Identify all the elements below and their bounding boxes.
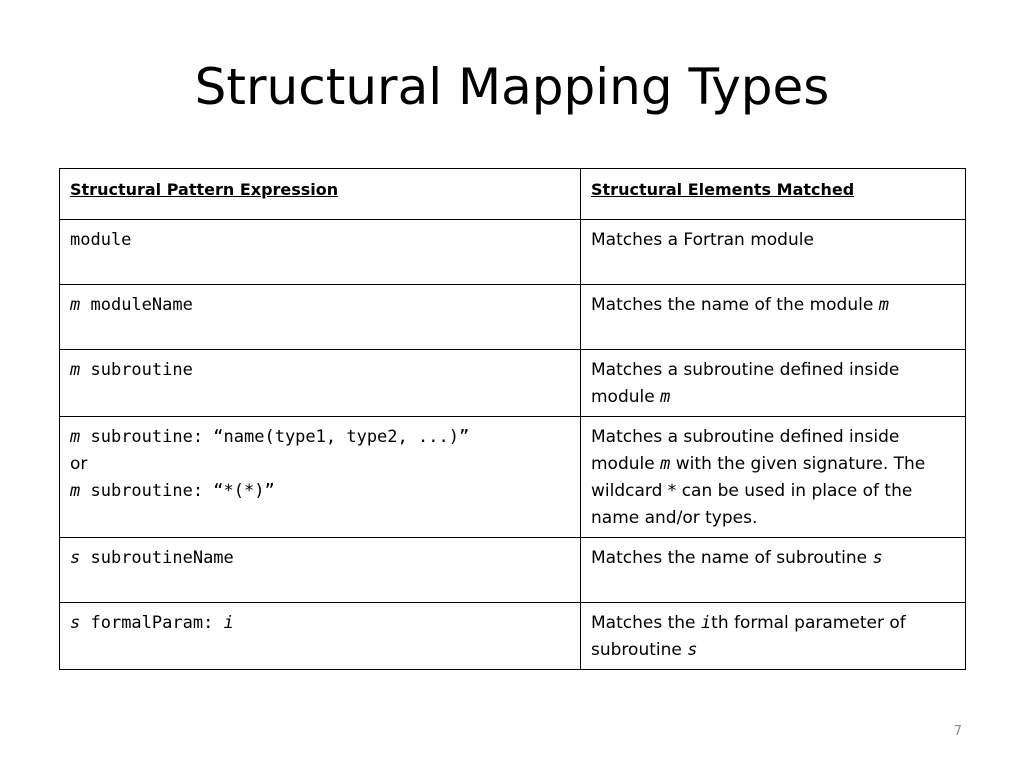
table-row: m subroutine: “name(type1, type2, ...)” … bbox=[59, 416, 966, 538]
expr-var: m bbox=[70, 295, 81, 315]
table-row: m moduleName Matches the name of the mod… bbox=[59, 284, 966, 350]
expr-line: m subroutine: “*(*)” bbox=[70, 478, 570, 505]
desc-var: m bbox=[660, 454, 671, 474]
header-cell: Structural Elements Matched bbox=[580, 168, 966, 220]
desc-var: m bbox=[660, 387, 671, 407]
expr-var: m bbox=[70, 427, 81, 447]
desc-text: Matches the bbox=[591, 613, 701, 633]
desc-cell: Matches a subroutine defined inside modu… bbox=[580, 416, 966, 538]
expr-cell: s subroutineName bbox=[59, 537, 581, 603]
expr-var: s bbox=[70, 613, 81, 633]
desc-text: th formal parameter of subroutine bbox=[591, 613, 906, 660]
slide-title: Structural Mapping Types bbox=[194, 58, 830, 116]
desc-var: s bbox=[872, 548, 883, 568]
mapping-table: Structural Pattern Expression Structural… bbox=[59, 168, 966, 670]
desc-text: Matches the name of subroutine bbox=[591, 548, 873, 568]
header-elements-matched: Structural Elements Matched bbox=[591, 180, 855, 199]
table-row: s formalParam: i Matches the ith formal … bbox=[59, 602, 966, 670]
expr-or: or bbox=[70, 454, 88, 474]
expr-code: subroutine: “*(*)” bbox=[80, 481, 275, 501]
desc-text: with the given signature. The wildcard *… bbox=[591, 454, 926, 528]
table-row: s subroutineName Matches the name of sub… bbox=[59, 537, 966, 603]
desc-text: Matches the name of the module bbox=[591, 295, 879, 315]
desc-text: Matches a subroutine defined inside modu… bbox=[591, 360, 900, 407]
expr-line: m subroutine: “name(type1, type2, ...)” bbox=[70, 424, 570, 451]
header-pattern-expression: Structural Pattern Expression bbox=[70, 180, 339, 199]
expr-code: subroutine bbox=[80, 360, 193, 380]
expr-var: i bbox=[223, 613, 234, 633]
expr-var: m bbox=[70, 360, 81, 380]
desc-var: i bbox=[700, 613, 712, 633]
expr-code: subroutineName bbox=[80, 548, 234, 568]
header-cell: Structural Pattern Expression bbox=[59, 168, 581, 220]
desc-cell: Matches the ith formal parameter of subr… bbox=[580, 602, 966, 670]
expr-code: moduleName bbox=[80, 295, 193, 315]
expr-code: module bbox=[70, 230, 132, 250]
table-header-row: Structural Pattern Expression Structural… bbox=[59, 168, 966, 220]
desc-cell: Matches a subroutine defined inside modu… bbox=[580, 349, 966, 417]
expr-cell: m subroutine: “name(type1, type2, ...)” … bbox=[59, 416, 581, 538]
expr-code: formalParam: bbox=[80, 613, 224, 633]
table-row: m subroutine Matches a subroutine define… bbox=[59, 349, 966, 417]
desc-cell: Matches a Fortran module bbox=[580, 219, 966, 285]
expr-cell: m moduleName bbox=[59, 284, 581, 350]
page-number: 7 bbox=[953, 724, 962, 739]
expr-cell: module bbox=[59, 219, 581, 285]
desc-var: s bbox=[687, 640, 698, 660]
expr-var: s bbox=[70, 548, 81, 568]
desc-cell: Matches the name of the module m bbox=[580, 284, 966, 350]
expr-cell: s formalParam: i bbox=[59, 602, 581, 670]
desc-var: m bbox=[878, 295, 889, 315]
desc-text: Matches a Fortran module bbox=[591, 230, 814, 250]
table-row: module Matches a Fortran module bbox=[59, 219, 966, 285]
expr-code: subroutine: “name(type1, type2, ...)” bbox=[80, 427, 470, 447]
desc-text: Matches a subroutine defined inside modu… bbox=[591, 427, 900, 474]
expr-cell: m subroutine bbox=[59, 349, 581, 417]
expr-var: m bbox=[70, 481, 81, 501]
desc-cell: Matches the name of subroutine s bbox=[580, 537, 966, 603]
